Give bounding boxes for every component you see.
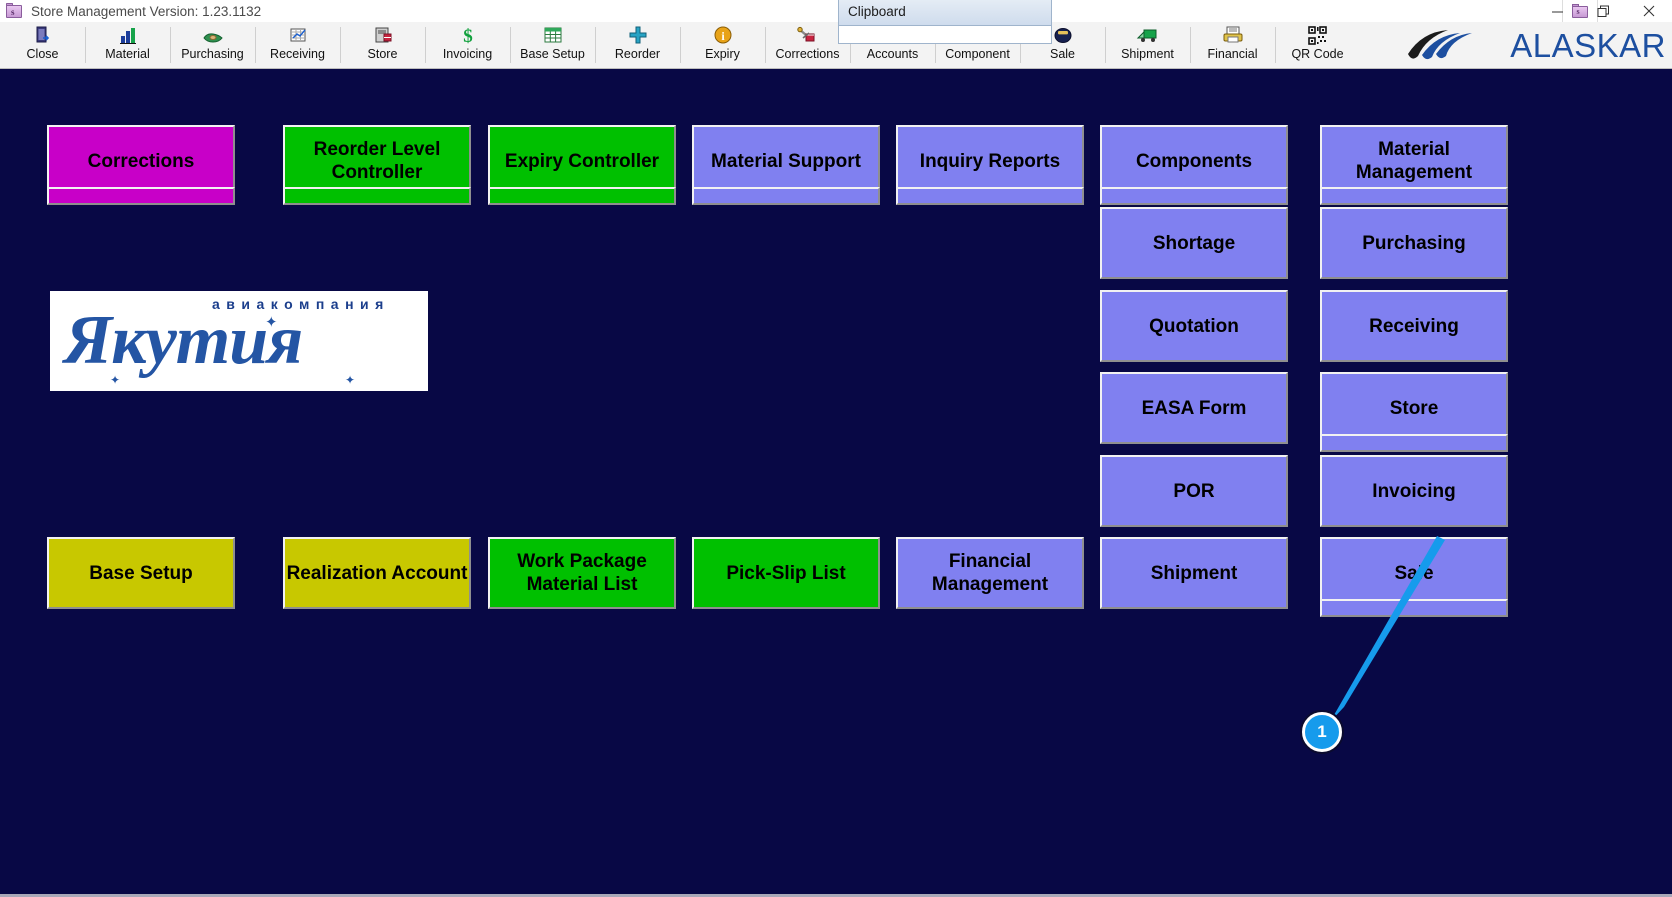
module-button-ghost — [692, 187, 880, 205]
dollar-icon: $ — [455, 24, 481, 46]
logo-kicker: авиакомпания — [212, 296, 390, 312]
close-button[interactable] — [1626, 0, 1672, 22]
toolbar-label: Shipment — [1121, 47, 1174, 61]
module-button-components[interactable]: Components — [1100, 125, 1288, 197]
toolbar-label: QR Code — [1291, 47, 1344, 61]
toolbar-label: Financial — [1207, 47, 1258, 61]
module-button-base-setup[interactable]: Base Setup — [47, 537, 235, 609]
module-button-ghost — [283, 187, 471, 205]
toolbar-item-reorder[interactable]: Reorder — [595, 22, 680, 68]
toolbar-item-material[interactable]: Material — [85, 22, 170, 68]
svg-text:$: $ — [463, 26, 473, 45]
module-button-work-package-material-list[interactable]: Work Package Material List — [488, 537, 676, 609]
toolbar-item-store[interactable]: Store — [340, 22, 425, 68]
toolbar-item-qr-code[interactable]: QR Code — [1275, 22, 1360, 68]
toolbar-label: Sale — [1049, 47, 1076, 61]
toolbar-label: Corrections — [775, 47, 840, 61]
module-button-shortage[interactable]: Shortage — [1100, 207, 1288, 279]
printer-icon — [1220, 24, 1246, 46]
module-button-pick-slip-list[interactable]: Pick-Slip List — [692, 537, 880, 609]
window-title: Store Management Version: 1.23.1132 — [31, 3, 262, 19]
store-box-icon — [370, 24, 396, 46]
module-button-receiving[interactable]: Receiving — [1320, 290, 1508, 362]
toolbar-item-sale[interactable]: Sale — [1020, 22, 1105, 68]
module-button-quotation[interactable]: Quotation — [1100, 290, 1288, 362]
alaskar-swoosh-icon — [1408, 30, 1473, 60]
module-button-reorder-level-controller[interactable]: Reorder Level Controller — [283, 125, 471, 197]
toolbar-label: Purchasing — [181, 47, 244, 61]
toolbar-item-shipment[interactable]: Shipment — [1105, 22, 1190, 68]
toolbar-label: Receiving — [270, 47, 325, 61]
module-button-ghost — [896, 187, 1084, 205]
brand-logo: ALASKAR — [1400, 23, 1666, 69]
toolbar-item-corrections[interactable]: Corrections — [765, 22, 850, 68]
logo-star-icon: ✦ — [265, 314, 278, 331]
toolbar-label: Expiry — [705, 47, 740, 61]
window-controls — [1534, 0, 1672, 22]
toolbar-label: Store — [367, 47, 398, 61]
clipboard-chart-icon — [285, 24, 311, 46]
plus-cross-icon — [625, 24, 651, 46]
toolbar-label: Close — [26, 47, 59, 61]
tools-icon — [795, 24, 821, 46]
clipboard-panel-body — [838, 26, 1052, 44]
clipboard-panel-title: Clipboard — [848, 4, 906, 19]
material-chart-icon — [115, 24, 141, 46]
store-folder-icon: s — [6, 3, 23, 19]
qr-code-icon — [1305, 24, 1331, 46]
brand-name: ALASKAR — [1510, 27, 1666, 64]
money-hand-icon — [200, 24, 226, 46]
module-button-store[interactable]: Store — [1320, 372, 1508, 444]
maximize-restore-button[interactable] — [1580, 0, 1626, 22]
logo-star-icon: ✦ — [110, 373, 121, 387]
toolbar-item-financial[interactable]: Financial — [1190, 22, 1275, 68]
module-button-ghost — [1320, 599, 1508, 617]
module-button-ghost — [1100, 187, 1288, 205]
toolbar-label: Invoicing — [442, 47, 493, 61]
toolbar-label: Material — [105, 47, 150, 61]
module-button-invoicing[interactable]: Invoicing — [1320, 455, 1508, 527]
minimize-button[interactable] — [1534, 0, 1580, 22]
toolbar-item-close[interactable]: Close — [0, 22, 85, 68]
toolbar-item-invoicing[interactable]: $ Invoicing — [425, 22, 510, 68]
module-button-shipment[interactable]: Shipment — [1100, 537, 1288, 609]
info-circle-icon: i — [710, 24, 736, 46]
module-button-easa-form[interactable]: EASA Form — [1100, 372, 1288, 444]
module-button-financial-management[interactable]: Financial Management — [896, 537, 1084, 609]
title-bar: s Store Management Version: 1.23.1132 s — [0, 0, 1672, 22]
toolbar-label: Base Setup — [520, 47, 585, 61]
clipboard-panel[interactable]: Clipboard — [838, 0, 1052, 26]
annotation-step-badge: 1 — [1302, 712, 1342, 752]
truck-icon — [1135, 24, 1161, 46]
toolbar-item-purchasing[interactable]: Purchasing — [170, 22, 255, 68]
module-button-purchasing[interactable]: Purchasing — [1320, 207, 1508, 279]
module-button-por[interactable]: POR — [1100, 455, 1288, 527]
toolbar-label: Reorder — [614, 47, 661, 61]
exit-door-icon — [30, 24, 56, 46]
yakutia-airline-logo: авиакомпания Якутия ✦ ✦ ✦ — [50, 291, 428, 391]
store-folder-icon-mini: s — [1571, 3, 1589, 19]
module-button-realization-account[interactable]: Realization Account — [283, 537, 471, 609]
toolbar-label: Accounts — [866, 47, 919, 61]
module-button-ghost — [1320, 434, 1508, 452]
logo-wordmark: Якутия — [64, 302, 303, 379]
toolbar-label: Component — [945, 47, 1010, 61]
module-button-inquiry-reports[interactable]: Inquiry Reports — [896, 125, 1084, 197]
grid-table-icon — [540, 24, 566, 46]
main-toolbar: Close Material Purchasing — [0, 22, 1672, 69]
module-button-ghost — [47, 187, 235, 205]
toolbar-item-expiry[interactable]: i Expiry — [680, 22, 765, 68]
toolbar-item-receiving[interactable]: Receiving — [255, 22, 340, 68]
coin-icon — [1050, 24, 1076, 46]
toolbar-item-base-setup[interactable]: Base Setup — [510, 22, 595, 68]
module-button-ghost — [1320, 187, 1508, 205]
logo-star-icon: ✦ — [345, 373, 356, 387]
module-button-ghost — [488, 187, 676, 205]
svg-text:i: i — [721, 29, 725, 43]
